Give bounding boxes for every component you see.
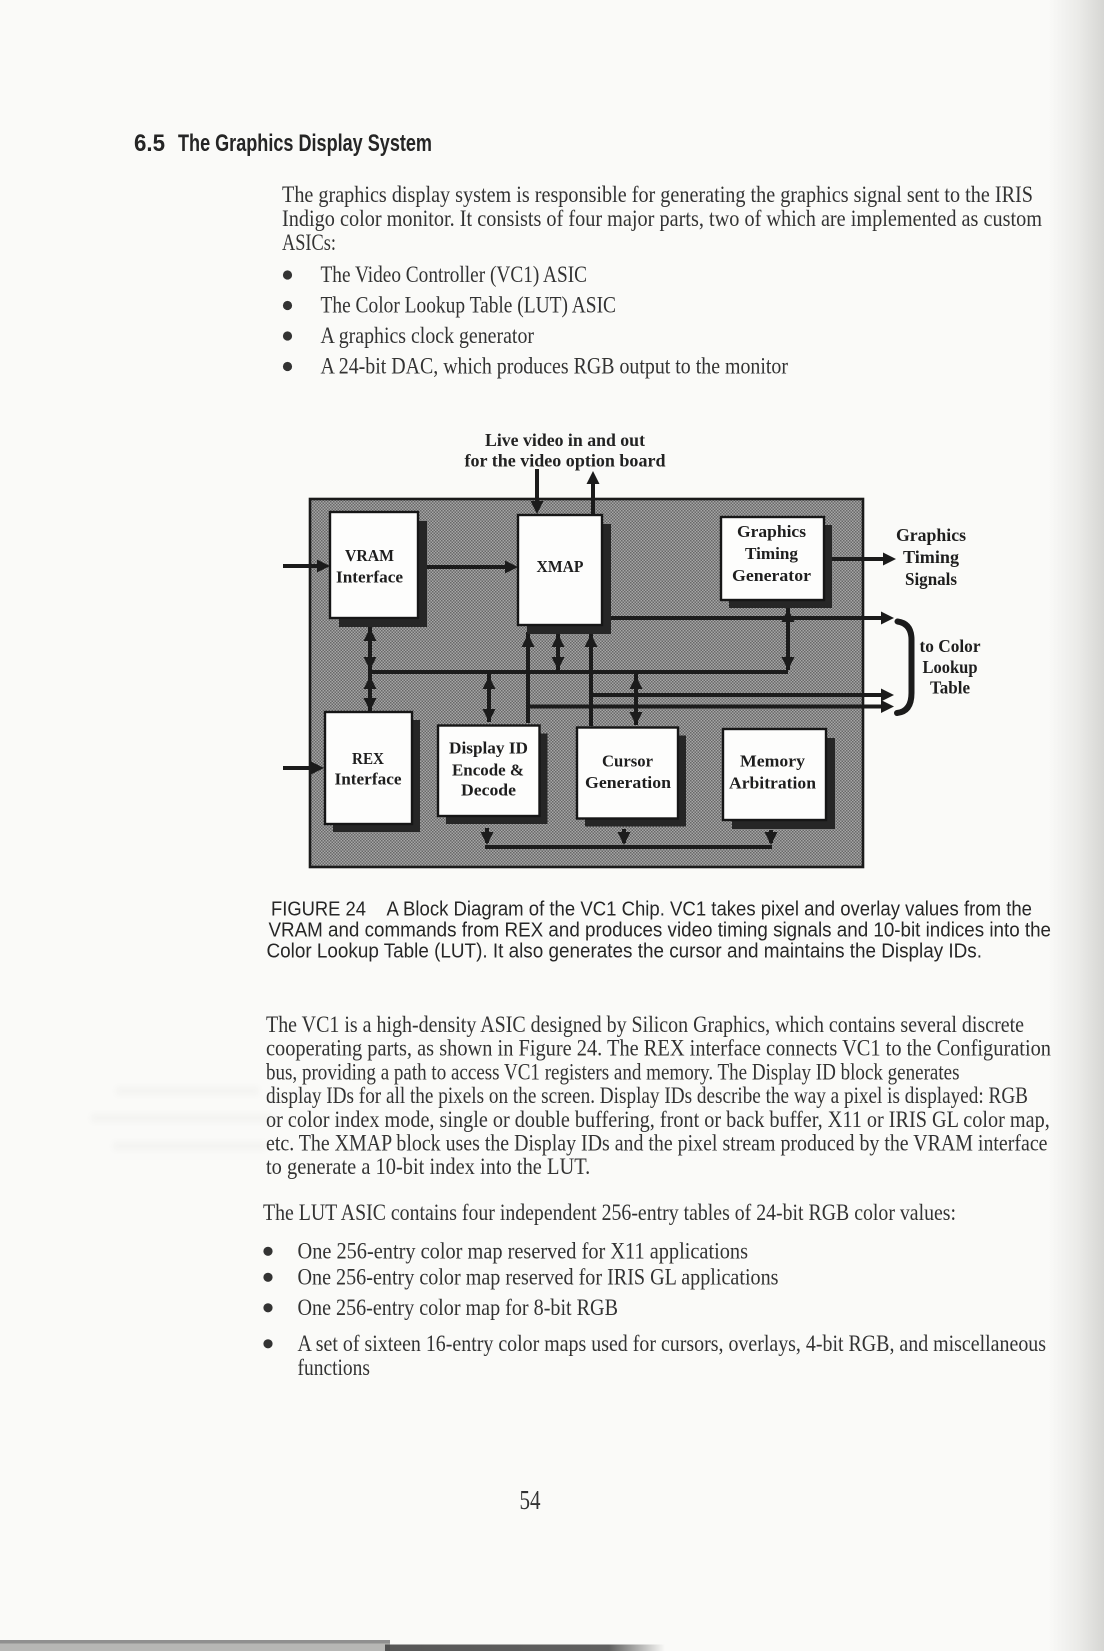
svg-text:functions: functions (298, 1355, 371, 1380)
svg-text:Encode &: Encode & (452, 760, 524, 779)
svg-text:Cursor: Cursor (602, 752, 653, 771)
svg-text:to generate a 10-bit index int: to generate a 10-bit index into the LUT. (266, 1154, 590, 1179)
svg-text:bus, providing a path to acces: bus, providing a path to access VC1 regi… (266, 1059, 960, 1084)
svg-text:Timing: Timing (745, 544, 799, 563)
svg-text:Arbitration: Arbitration (729, 774, 817, 793)
svg-text:Generator: Generator (732, 566, 811, 585)
svg-text:REX: REX (352, 749, 385, 768)
svg-text:The graphics display system is: The graphics display system is responsib… (282, 182, 1033, 207)
svg-text:6.5: 6.5 (134, 130, 165, 157)
svg-text:to Color: to Color (920, 636, 981, 656)
svg-text:A graphics clock generator: A graphics clock generator (321, 323, 535, 348)
svg-text:One 256-entry color map for 8-: One 256-entry color map for 8-bit RGB (298, 1295, 619, 1320)
svg-text:Timing: Timing (903, 547, 959, 567)
svg-text:or color index mode, single or: or color index mode, single or double bu… (266, 1107, 1050, 1132)
svg-text:Color Lookup Table (LUT). It a: Color Lookup Table (LUT). It also genera… (267, 940, 983, 963)
svg-text:Interface: Interface (335, 770, 402, 789)
svg-text:etc. The XMAP block uses the D: etc. The XMAP block uses the Display IDs… (266, 1131, 1048, 1156)
svg-text:Graphics: Graphics (737, 522, 806, 541)
svg-text:Lookup: Lookup (923, 657, 978, 677)
svg-text:Graphics: Graphics (896, 525, 966, 545)
svg-text:Indigo color monitor. It consi: Indigo color monitor. It consists of fou… (282, 206, 1042, 231)
svg-text:Memory: Memory (740, 752, 806, 771)
svg-text:Live video in and out: Live video in and out (485, 430, 645, 450)
svg-text:The VC1 is a high-density ASIC: The VC1 is a high-density ASIC designed … (266, 1012, 1024, 1037)
svg-text:The Color Lookup Table (LUT) A: The Color Lookup Table (LUT) ASIC (321, 293, 617, 318)
svg-text:Decode: Decode (461, 781, 516, 800)
svg-text:VRAM and commands from REX and: VRAM and commands from REX and produces … (269, 919, 1052, 942)
svg-text:Display ID: Display ID (449, 738, 528, 757)
svg-text:Table: Table (930, 678, 970, 698)
svg-text:for the video option board: for the video option board (465, 451, 666, 471)
svg-text:A set of sixteen 16-entry colo: A set of sixteen 16-entry color maps use… (298, 1331, 1047, 1356)
svg-text:Signals: Signals (905, 569, 957, 589)
svg-text:The Video Controller (VC1) ASI: The Video Controller (VC1) ASIC (321, 262, 588, 287)
svg-text:ASICs:: ASICs: (282, 230, 336, 255)
svg-text:One 256-entry color map reserv: One 256-entry color map reserved for IRI… (298, 1265, 779, 1290)
svg-text:XMAP: XMAP (537, 557, 584, 576)
svg-text:Interface: Interface (336, 568, 403, 587)
svg-text:A 24-bit DAC, which produces R: A 24-bit DAC, which produces RGB output … (321, 354, 789, 379)
svg-text:One 256-entry color map reserv: One 256-entry color map reserved for X11… (298, 1239, 749, 1264)
svg-text:VRAM: VRAM (345, 546, 394, 565)
svg-text:Generation: Generation (585, 773, 672, 792)
svg-text:The LUT ASIC contains four ind: The LUT ASIC contains four independent 2… (263, 1200, 956, 1225)
svg-text:cooperating parts, as shown in: cooperating parts, as shown in Figure 24… (266, 1036, 1051, 1061)
svg-text:54: 54 (520, 1485, 541, 1515)
svg-text:display IDs for all the pixels: display IDs for all the pixels on the sc… (266, 1083, 1028, 1108)
svg-text:FIGURE 24A Block Diagram of th: FIGURE 24A Block Diagram of the VC1 Chip… (271, 898, 1032, 921)
svg-text:The Graphics Display System: The Graphics Display System (178, 130, 432, 157)
